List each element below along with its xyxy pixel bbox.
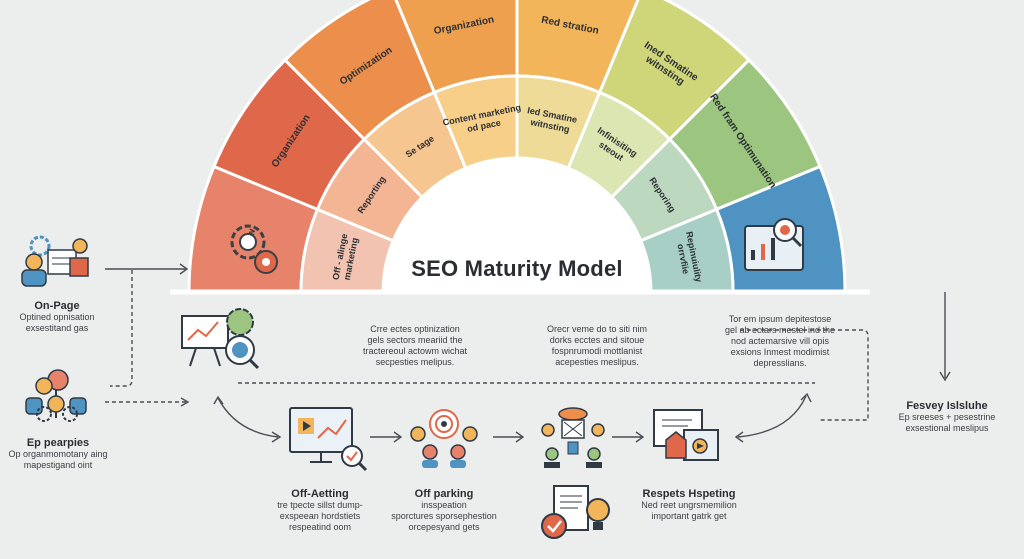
connectors	[105, 263, 951, 443]
flow-step-title: Off-Aetting	[291, 488, 349, 500]
monitor-analytics-icon	[289, 407, 368, 472]
left-item-sub: Op organmomotany aing mapestigand oint	[8, 449, 108, 470]
document-idea-icon	[541, 485, 610, 539]
description-paragraph: Tor em ipsum depitestose gel ab ectars m…	[724, 314, 836, 368]
flow-step-title: Off parking	[414, 488, 474, 500]
people-gears-icon	[25, 369, 87, 422]
flow-step-sub: tre tpecte sillst dump- exspeean hordsti…	[277, 500, 363, 532]
flow-step: Off parking insspeation sporctures spors…	[384, 488, 504, 533]
description-paragraph: Orecr veme do to siti nim dorks ecctes a…	[546, 324, 648, 367]
diagram-title: SEO Maturity Model	[411, 256, 623, 281]
presentation-icon	[181, 308, 260, 370]
inner-ring	[299, 74, 735, 294]
reports-icon	[653, 409, 719, 461]
team-puzzle-icon	[21, 235, 89, 287]
team-network-icon	[541, 407, 605, 468]
flow-step-sub: insspeation sporctures sporsephestion or…	[391, 500, 497, 532]
flow-step-sub: Ned reet ungrsmemilion important gatrk g…	[641, 500, 737, 521]
left-item-title: Ep pearpies	[26, 437, 90, 449]
left-item-sub: Optined opnisation exsestitand gas	[19, 312, 95, 333]
arc-center-band	[383, 158, 651, 292]
right-item-sub: Ep sreeses + pesestrine exsestional mesl…	[898, 412, 996, 433]
left-item-onpage: On-Page Optined opnisation exsestitand g…	[2, 300, 112, 334]
right-item: Fesvey Islsluhe Ep sreeses + pesestrine …	[882, 400, 1012, 434]
flow-step: Respets Hspeting Ned reet ungrsmemilion …	[624, 488, 754, 522]
outer-ring	[187, 0, 847, 294]
gears-icon	[230, 224, 278, 274]
team-target-icon	[410, 409, 478, 468]
description-paragraph: Crre ectes optinization gels sectors mea…	[362, 324, 468, 367]
flow-step-title: Respets Hspeting	[642, 488, 736, 500]
left-item-title: On-Page	[34, 300, 80, 312]
flow-step: Off-Aetting tre tpecte sillst dump- exsp…	[264, 488, 376, 533]
left-item-people: Ep pearpies Op organmomotany aing mapest…	[2, 437, 114, 471]
right-item-title: Fesvey Islsluhe	[906, 400, 988, 412]
analytics-icon	[744, 218, 804, 271]
